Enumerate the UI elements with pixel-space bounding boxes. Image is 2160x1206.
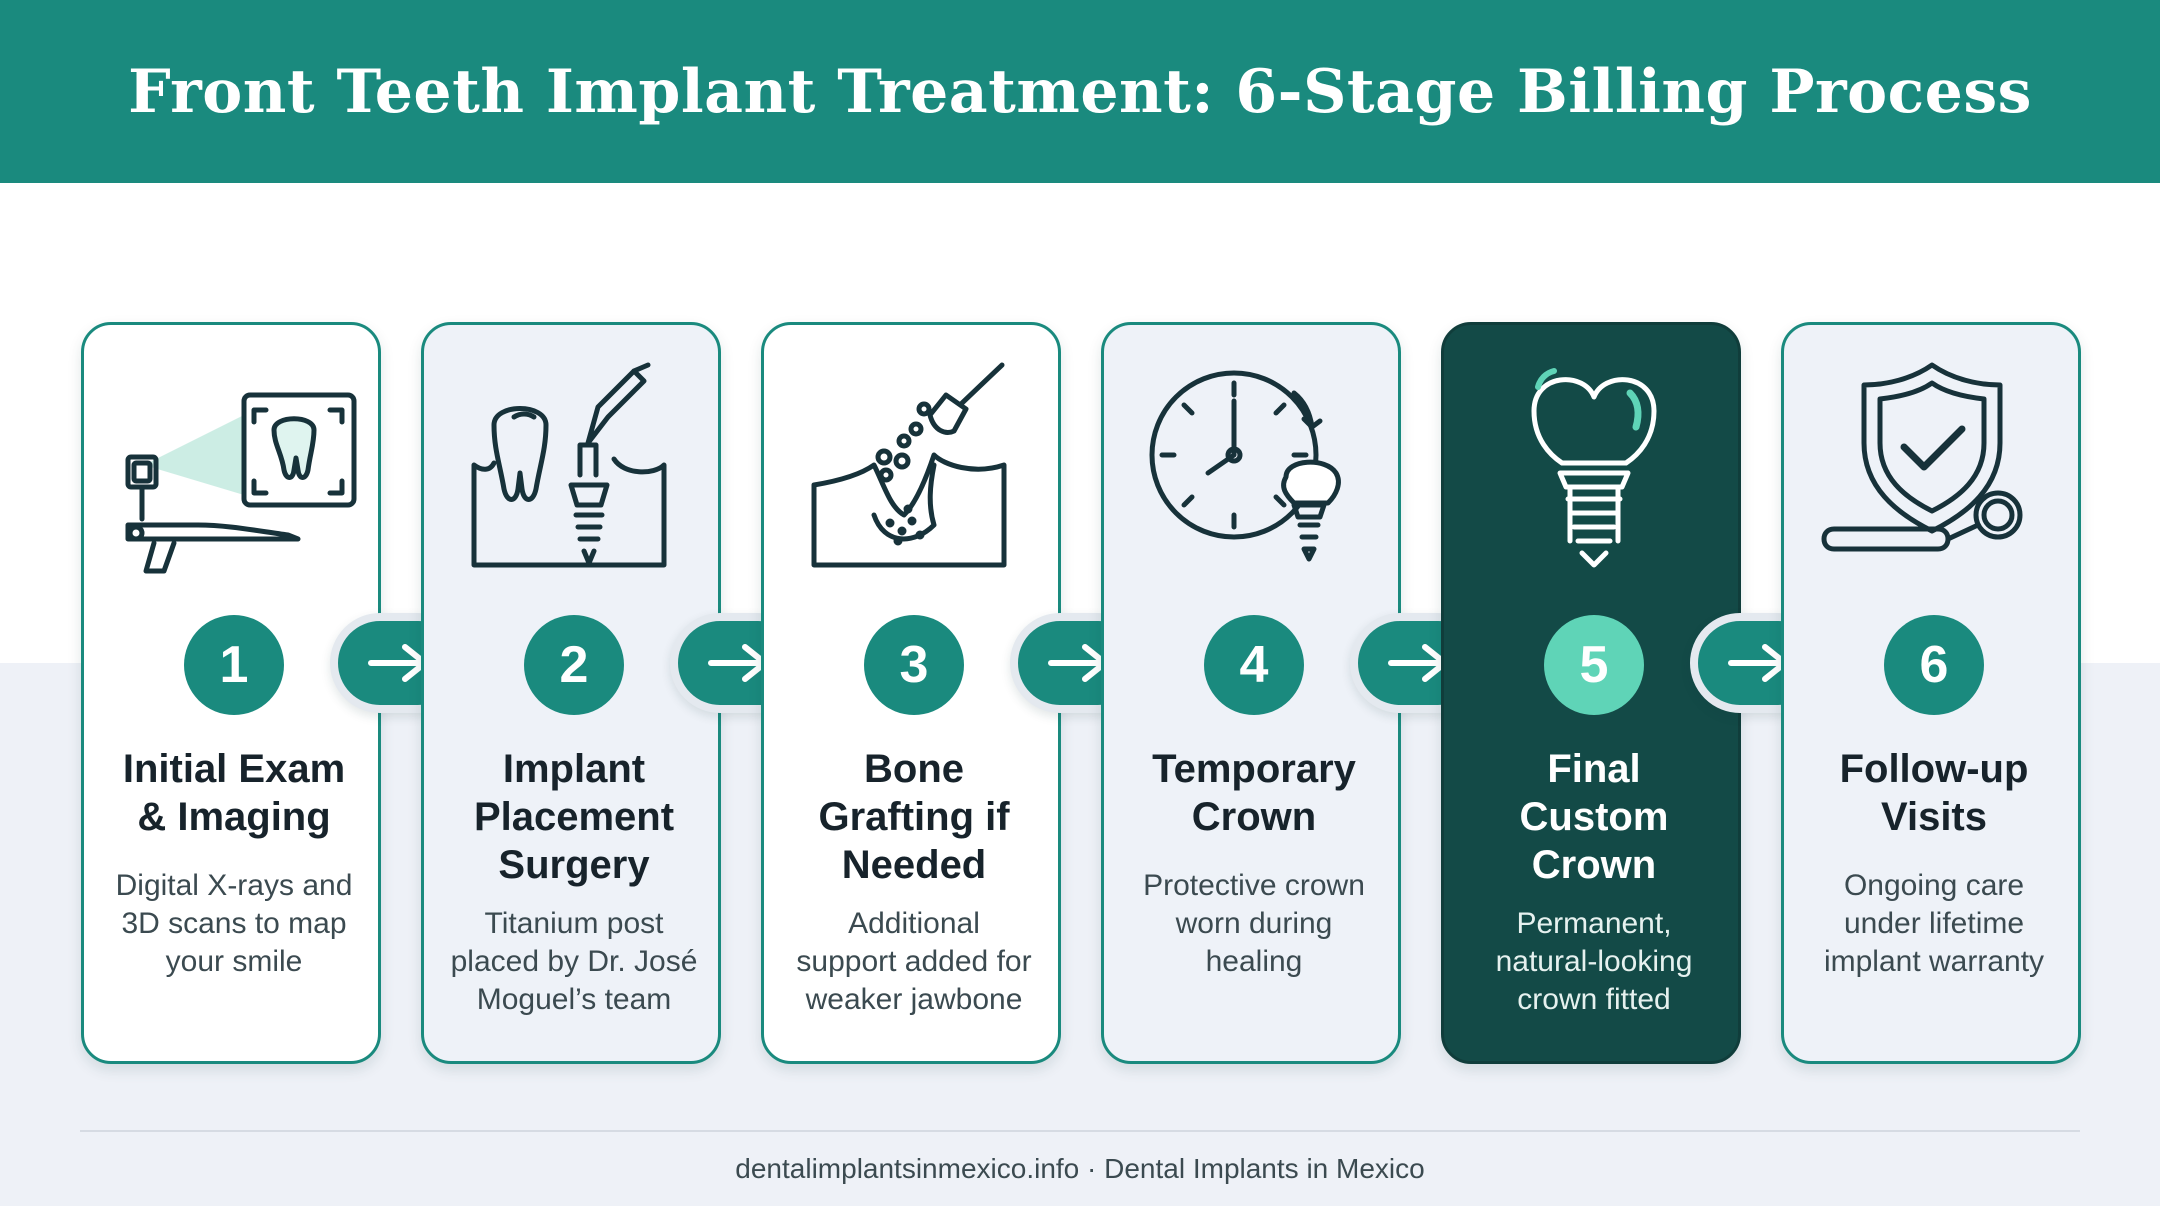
stage-title: Temporary Crown (1152, 747, 1356, 839)
stage-card-5: 5 Final Custom Crown Permanent, natural-… (1441, 322, 1741, 1064)
stage-title: Follow-up Visits (1839, 747, 2029, 839)
shield-check-mirror-icon (1814, 362, 2054, 565)
stage-card-4: 4 Temporary Crown Protective crown worn … (1101, 322, 1401, 1064)
stage-description: Additional support added for weaker jawb… (796, 907, 1032, 1016)
page-title: Front Teeth Implant Treatment: 6-Stage B… (128, 56, 2032, 127)
dental-xray-scanner-icon (114, 365, 357, 574)
stage-description: Protective crown worn during healing (1143, 869, 1365, 978)
stage-number-badge: 6 (1884, 615, 1984, 715)
stage-card-2: 2 Implant Placement Surgery Titanium pos… (421, 322, 721, 1064)
clock-crown-icon (1134, 365, 1374, 565)
stage-number-badge: 2 (524, 615, 624, 715)
stage-title: Bone Grafting if Needed (818, 747, 1010, 887)
stage-number-badge: 3 (864, 615, 964, 715)
stage-number-badge: 5 (1544, 615, 1644, 715)
footer-credit: dentalimplantsinmexico.info · Dental Imp… (735, 1153, 1425, 1184)
stage-description: Permanent, natural-looking crown fitted (1495, 907, 1693, 1016)
stage-card-1: 1 Initial Exam & Imaging Digital X-rays … (81, 322, 381, 1064)
stage-description: Digital X-rays and 3D scans to map your … (115, 869, 353, 978)
stage-card-6: 6 Follow-up Visits Ongoing care under li… (1781, 322, 2081, 1064)
stage-number-badge: 4 (1204, 615, 1304, 715)
stage-number-badge: 1 (184, 615, 284, 715)
stage-title: Final Custom Crown (1519, 747, 1669, 887)
footer-divider (80, 1130, 2080, 1132)
stage-description: Titanium post placed by Dr. José Moguel’… (450, 907, 698, 1016)
implant-surgery-icon (454, 362, 694, 568)
bone-graft-icon (794, 362, 1034, 568)
stage-title: Initial Exam & Imaging (122, 747, 346, 839)
header-banner: Front Teeth Implant Treatment: 6-Stage B… (0, 0, 2160, 183)
stage-card-3: 3 Bone Grafting if Needed Additional sup… (761, 322, 1061, 1064)
stage-title: Implant Placement Surgery (473, 747, 675, 887)
implant-crown-icon (1474, 365, 1714, 568)
stage-description: Ongoing care under lifetime implant warr… (1823, 869, 2045, 978)
